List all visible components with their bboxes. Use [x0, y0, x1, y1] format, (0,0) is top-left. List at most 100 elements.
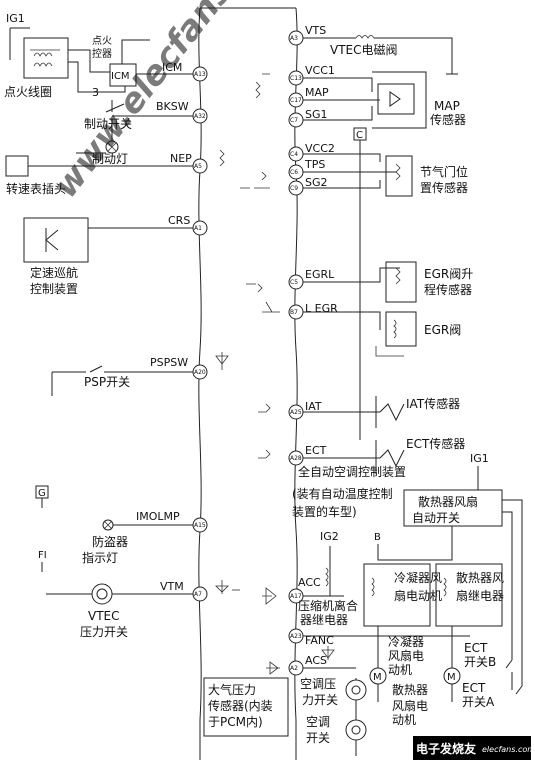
cruise-control-label-2: 控制装置 — [30, 282, 78, 296]
speed-output-connector: 转速表插头 — [5, 155, 200, 196]
ect-switch-a-label-1: ECT — [462, 681, 486, 695]
svg-text:M: M — [373, 672, 382, 683]
radiator-fan-switch-label-1: 散热器风扇 — [418, 494, 478, 509]
pin-label-acc: ACC — [298, 576, 321, 589]
baro-sensor-label-2: 传感器(内装 — [208, 698, 273, 713]
immob-light-label-1: 防盗器 — [92, 534, 128, 549]
ig2-terminal: IG2 — [320, 530, 339, 596]
svg-text:A2: A2 — [290, 665, 298, 672]
pin-label-fanc: FANC — [305, 634, 334, 647]
ecm-body — [198, 7, 298, 760]
vtec-pressure-label-2: 压力开关 — [80, 625, 128, 639]
baro-sensor-label-3: 于PCM内) — [208, 715, 263, 729]
svg-text:G: G — [38, 488, 46, 499]
fan-relays: B 冷凝器风 扇电动机 散热器风 扇继电器 — [303, 526, 504, 637]
pin-icm — [192, 66, 208, 82]
ect-switch-b-label-1: ECT — [464, 641, 488, 655]
pin-vtm — [192, 586, 208, 602]
svg-text:A20: A20 — [194, 369, 206, 376]
pin-label-egrl: EGRL — [305, 268, 335, 281]
svg-text:A23: A23 — [290, 633, 302, 640]
pin-label-tps: TPS — [304, 158, 325, 171]
pin-nep — [192, 158, 208, 174]
pin-label-vcc1: VCC1 — [305, 64, 335, 77]
climate-control-label-2: (装有自动温度控制 — [292, 486, 393, 501]
ect-sensor-label: ECT传感器 — [406, 436, 465, 451]
fi-label: FI — [38, 550, 47, 572]
cruise-control-label-1: 定速巡航 — [30, 265, 78, 280]
pin-crs — [192, 220, 208, 236]
svg-text:A5: A5 — [194, 163, 202, 170]
pin-label-sg1: SG1 — [305, 108, 328, 121]
vtec-pressure-switch: VTEC 压力开关 — [46, 583, 200, 639]
egr-lift-label-2: 程传感器 — [424, 282, 472, 297]
pin-imolmp — [192, 517, 208, 533]
map-sensor: MAP 传感器 — [255, 71, 466, 129]
climate-control-unit: 全自动空调控制装置 (装有自动温度控制 装置的车型) — [292, 464, 406, 519]
radiator-fan-switch-label-2: 自动开关 — [412, 511, 460, 525]
svg-text:A15: A15 — [194, 522, 206, 529]
compressor-relay-label-1: 压缩机离合 — [298, 598, 358, 613]
pin-label-vcc2: VCC2 — [305, 142, 335, 155]
svg-text:A1: A1 — [194, 225, 202, 232]
psp-switch-label: PSP开关 — [84, 375, 130, 389]
svg-text:M: M — [447, 672, 456, 683]
tps-label-1: 节气门位 — [420, 164, 468, 179]
logo-cn: 电子发烧友 — [416, 741, 476, 756]
brake-light: 制动灯 — [76, 120, 128, 166]
svg-text:C: C — [356, 130, 363, 141]
vtec-pressure-label-1: VTEC — [88, 609, 120, 623]
g-box: G — [35, 485, 49, 508]
pin-label-imolmp: IMOLMP — [136, 510, 180, 523]
baro-sensor-label-1: 大气压力 — [208, 682, 256, 697]
svg-text:C5: C5 — [290, 279, 298, 286]
left-small-components — [215, 149, 240, 594]
pin-label-vts: VTS — [305, 24, 326, 37]
num-3-label: 3 — [80, 86, 99, 99]
ac-switch-label-2: 开关 — [306, 731, 330, 745]
psp-switch: PSP开关 — [51, 365, 200, 396]
svg-text:C17: C17 — [290, 97, 302, 104]
icm-box-label: ICM — [111, 71, 130, 82]
map-sensor-label-1: MAP — [434, 99, 460, 113]
tps-sensor: 节气门位 置传感器 — [240, 153, 468, 197]
compressor-clutch-relay: 压缩机离合 器继电器 — [262, 567, 358, 627]
pin-label-icm: ICM — [162, 61, 182, 74]
svg-text:C7: C7 — [290, 117, 298, 124]
igniter: 点火 控器 ICM — [68, 35, 200, 93]
cruise-control-unit: 定速巡航 控制装置 — [23, 217, 200, 296]
svg-text:IG1: IG1 — [6, 12, 25, 25]
svg-text:B7: B7 — [290, 309, 298, 316]
baro-sensor: 大气压力 传感器(内装 于PCM内) — [203, 677, 289, 737]
ect-sensor: ECT传感器 — [258, 436, 465, 474]
climate-control-label-1: 全自动空调控制装置 — [298, 464, 406, 479]
vtec-solenoid: VTEC电磁阀 — [303, 35, 458, 75]
svg-text:A32: A32 — [194, 113, 206, 120]
radiator-fan-switch: 散热器风扇 自动开关 — [403, 489, 523, 686]
ac-pressure-label-2: 力开关 — [302, 693, 338, 707]
immobilizer-light: 防盗器 指示灯 — [82, 519, 200, 565]
igniter-label-1: 点火 — [92, 35, 112, 47]
fan-motors: M M 冷凝器 风扇电 动机 散热器 风扇电 动机 — [369, 626, 461, 727]
iat-sensor-label: IAT传感器 — [406, 396, 460, 411]
svg-text:C9: C9 — [290, 185, 298, 192]
condenser-fan-motor-label-3: 动机 — [388, 663, 412, 677]
svg-text:A17: A17 — [290, 593, 302, 600]
ac-pressure-label-1: 空调压 — [300, 677, 336, 691]
svg-text:IG1: IG1 — [470, 452, 489, 465]
svg-text:C6: C6 — [290, 169, 298, 176]
ignition-coil: 点火线圈 — [4, 37, 69, 99]
pin-label-ect: ECT — [305, 444, 327, 457]
brake-switch: 制动开关 — [84, 100, 200, 131]
svg-text:A25: A25 — [290, 409, 302, 416]
pin-label-nep: NEP — [170, 152, 192, 165]
speed-output-label: 转速表插头 — [6, 181, 66, 196]
svg-text:B: B — [374, 532, 381, 543]
pin-label-sg2: SG2 — [305, 176, 328, 189]
condenser-fan-relay-label-1: 冷凝器风 — [394, 570, 442, 585]
svg-text:IG2: IG2 — [320, 530, 339, 543]
radiator-fan-motor-label-1: 散热器 — [392, 682, 428, 697]
ig1-left-terminal: IG1 — [6, 12, 30, 60]
brake-light-label: 制动灯 — [92, 152, 128, 166]
